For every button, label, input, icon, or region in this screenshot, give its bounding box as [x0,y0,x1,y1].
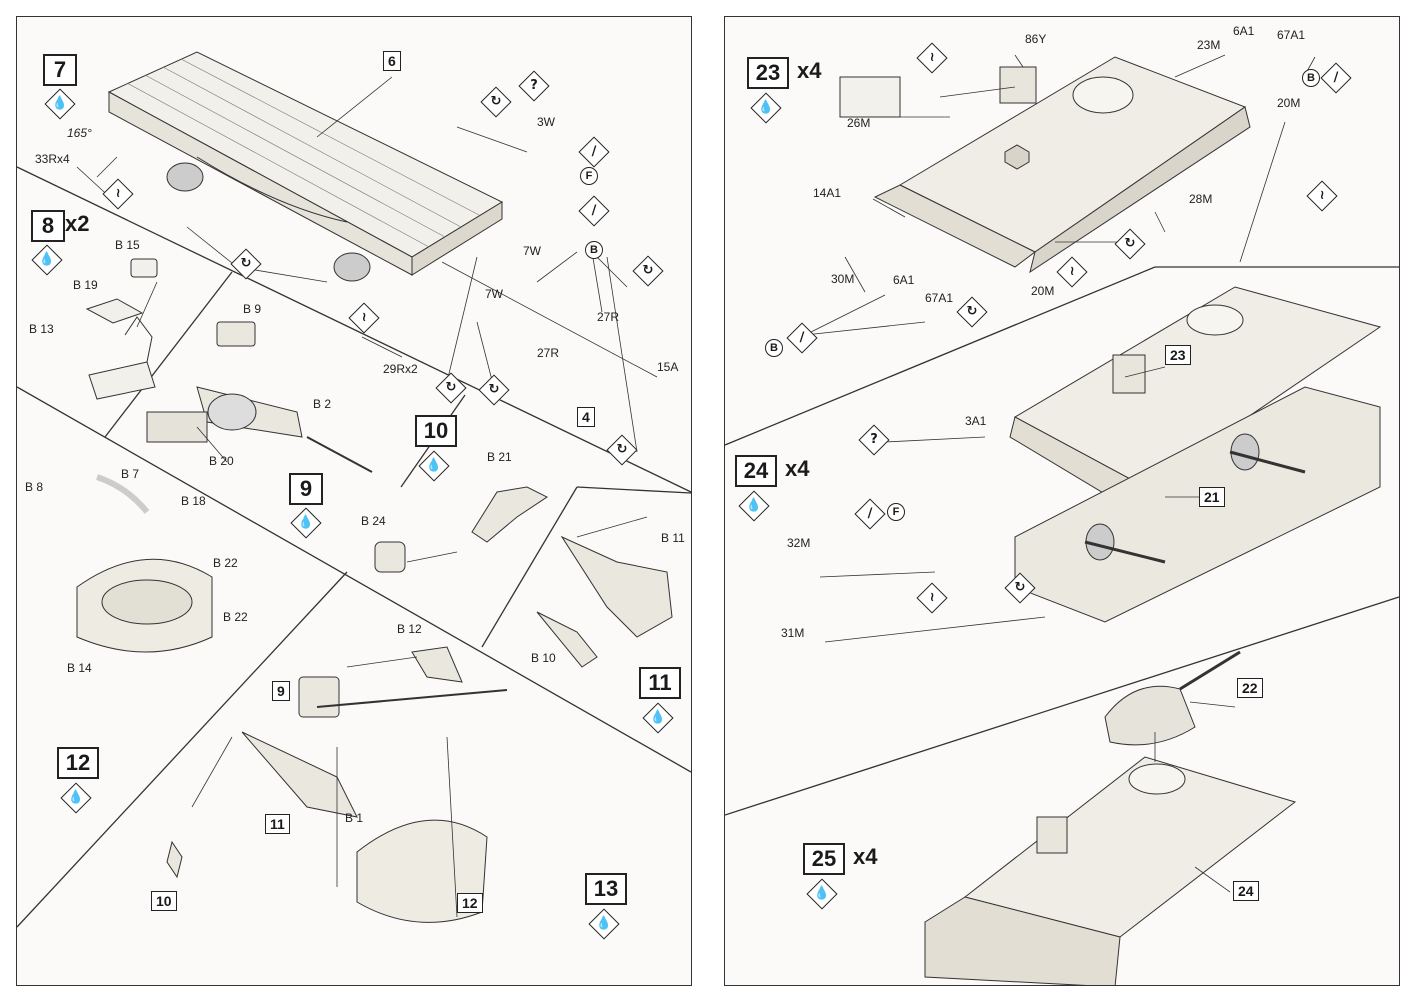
seat-drawing [85,258,158,400]
part-label: 7W [523,244,541,258]
part-label: 27R [597,310,620,324]
step-number-9: 9 [289,473,323,505]
divider-8-9 [104,271,233,438]
part-label: 28M [1189,192,1213,206]
step-number-23: 23 [747,57,789,89]
part-label: 6A1 [893,273,915,287]
part-label: 6A1 [1233,24,1255,38]
armored-roof-drawing [839,56,1251,274]
part-box-6: 6 [383,51,401,71]
part-label: 23M [1197,38,1221,52]
divider-9-12 [17,386,691,773]
divider-23-24 [725,266,1156,446]
circled-letter-f: F [580,167,598,185]
part-label: 67A1 [925,291,954,305]
circled-letter-b: B [585,241,603,259]
gun-bracket-drawing [374,486,548,573]
step-number-24: 24 [735,455,777,487]
part-label: B 22 [223,610,248,624]
assembled-car-drawing [924,650,1297,985]
part-label: 31M [781,626,805,640]
step-number-11: 11 [639,667,681,699]
part-label: B 12 [397,622,422,636]
part-label: 86Y [1025,32,1047,46]
part-label: 29Rx2 [383,362,418,376]
part-label: 14A1 [813,186,842,200]
gun-assembly-drawing [166,646,508,923]
circled-letter-f: F [887,503,905,521]
hull-chassis-drawing [1009,286,1382,623]
step-multiplier-25: x4 [853,844,878,869]
step-number-7: 7 [43,54,77,86]
part-label: 27R [537,346,560,360]
part-box-12: 12 [457,893,483,913]
part-label: B 24 [361,514,386,528]
turret-ring-drawing [76,474,213,653]
part-label: B 21 [487,450,512,464]
flat-wagon-drawing [107,51,504,282]
part-label: 15A [657,360,679,374]
part-box-24: 24 [1233,881,1259,901]
part-box-11: 11 [265,814,290,834]
part-label: B 1 [345,811,364,825]
part-label: B 2 [313,397,332,411]
pivot-mount-drawing [536,535,673,668]
part-label: B 22 [213,556,238,570]
circled-letter-b: B [1302,69,1320,87]
step-number-25: 25 [803,843,845,875]
part-label: B 9 [243,302,262,316]
step-number-12: 12 [57,747,99,779]
part-label: 7W [485,287,503,301]
part-label: 20M [1277,96,1301,110]
part-label: 32M [787,536,811,550]
part-label: B 20 [209,454,234,468]
right-page-artwork [725,54,1399,985]
part-label: B 7 [121,467,140,481]
part-box-22: 22 [1237,678,1263,698]
circled-letter-b: B [765,339,783,357]
machine-gun-drawing [146,321,373,473]
step-multiplier-24: x4 [785,456,810,481]
part-label: B 18 [181,494,206,508]
divider-24-25 [725,596,1399,816]
part-box-21: 21 [1199,487,1225,507]
part-label: B 13 [29,322,54,336]
part-label: 33Rx4 [35,152,70,166]
part-box-4: 4 [577,407,595,427]
part-label: B 15 [115,238,140,252]
part-box-9: 9 [272,681,290,701]
instruction-page-left: 7 💧 8 x2 💧 9 💧 10 💧 11 💧 12 💧 13 💧 ↻ ? ∕… [16,16,692,986]
part-label: 3W [537,115,555,129]
part-label: B 14 [67,661,92,675]
left-page-artwork [17,51,691,928]
part-label: B 19 [73,278,98,292]
part-box-23: 23 [1165,345,1191,365]
step-number-8: 8 [31,210,65,242]
divider-12-left [17,571,348,928]
part-label: B 10 [531,651,556,665]
part-label: 20M [1031,284,1055,298]
part-label: 26M [847,116,871,130]
part-label: 30M [831,272,855,286]
step-number-10: 10 [415,415,457,447]
step-number-13: 13 [585,873,627,905]
step-multiplier-8: x2 [65,211,90,236]
part-label: B 11 [661,531,685,545]
part-label: B 8 [25,480,44,494]
divider-10-11 [481,486,578,648]
part-label: 3A1 [965,414,987,428]
part-label: 67A1 [1277,28,1306,42]
angle-label: 165° [67,126,92,140]
divider-7-8 [17,166,691,493]
part-box-10: 10 [151,891,177,911]
instruction-page-right: 23 x4 💧 24 x4 💧 25 x4 💧 ≀ ∕ ≀ ↻ ≀ ↻ ∕ ? … [724,16,1400,986]
step-multiplier-23: x4 [797,58,822,83]
